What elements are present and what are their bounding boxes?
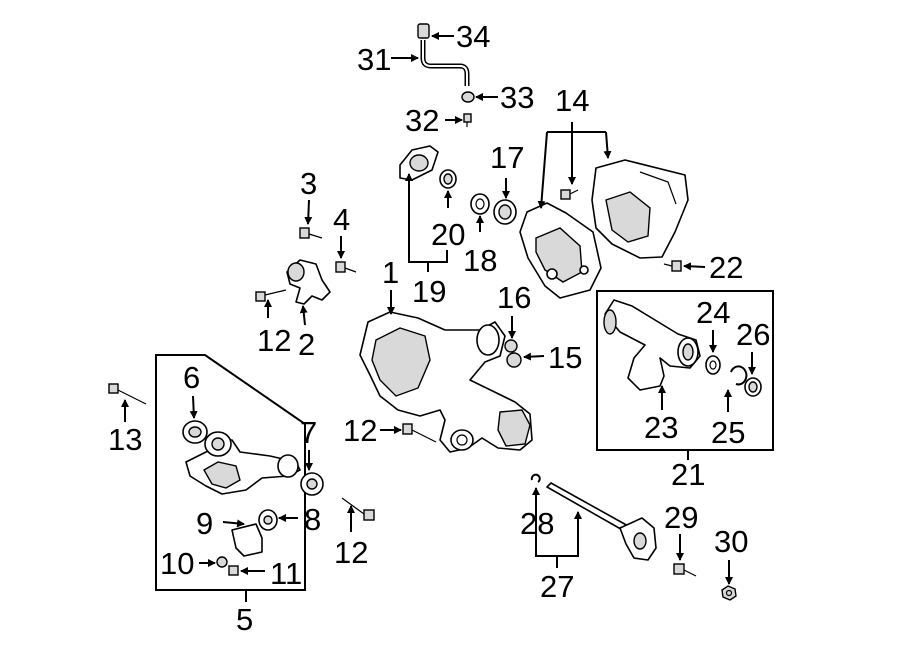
- part-12-bolt-upper: [255, 289, 287, 302]
- leader-lines: [121, 32, 756, 585]
- part-30-nut: [721, 585, 737, 601]
- part-4-bolt: [335, 261, 357, 273]
- callout-21: 21: [671, 457, 705, 492]
- part-31-vent-hose: [420, 40, 470, 86]
- callout-7: 7: [300, 415, 317, 450]
- part-6-bushing: [182, 420, 208, 444]
- callout-26: 26: [736, 317, 770, 352]
- callout-15: 15: [548, 340, 582, 375]
- callout-12-lower: 12: [334, 535, 368, 570]
- part-18-washer: [470, 193, 490, 215]
- part-33-grommet: [461, 91, 475, 103]
- part-23-axle-housing: [603, 299, 701, 391]
- callout-20: 20: [431, 217, 465, 252]
- part-2-mount-bracket: [286, 259, 331, 305]
- callout-1: 1: [382, 255, 399, 290]
- callout-10: 10: [160, 546, 194, 581]
- part-12-bolt-carrier: [402, 423, 437, 443]
- callout-12-upper: 12: [257, 323, 291, 358]
- part-10-nut: [216, 556, 228, 568]
- part-3-bolt: [299, 227, 323, 239]
- callout-16: 16: [497, 280, 531, 315]
- callout-5: 5: [236, 602, 253, 637]
- part-13-bolt: [108, 383, 147, 405]
- callout-13: 13: [108, 422, 142, 457]
- callout-27: 27: [540, 569, 574, 604]
- callout-12-carrier: 12: [343, 413, 377, 448]
- part-25-snap-ring: [730, 365, 748, 386]
- callout-29: 29: [664, 500, 698, 535]
- part-11-bolt: [228, 565, 239, 576]
- part-5-lower-arm: [185, 431, 301, 495]
- callout-8: 8: [304, 502, 321, 537]
- part-19-gasket: [399, 145, 439, 181]
- callout-11: 11: [270, 556, 302, 591]
- callout-28: 28: [520, 506, 554, 541]
- callout-30: 30: [714, 524, 748, 559]
- part-27-axle-shaft: [546, 482, 657, 561]
- callout-17: 17: [490, 140, 524, 175]
- callout-34: 34: [456, 19, 490, 54]
- callout-23: 23: [644, 410, 678, 445]
- callout-14: 14: [555, 83, 589, 118]
- part-28-clip: [530, 473, 541, 483]
- part-8-bushing: [258, 509, 278, 531]
- part-32-vent-plug: [463, 113, 472, 127]
- part-22-bolt: [663, 260, 682, 272]
- callout-31: 31: [357, 42, 391, 77]
- callout-19: 19: [412, 274, 446, 309]
- part-24-seal: [705, 355, 721, 375]
- part-15-bushing: [506, 352, 522, 368]
- callout-9: 9: [196, 506, 213, 541]
- group-box-axle-shaft: [596, 290, 774, 451]
- part-29-bolt: [673, 563, 697, 577]
- callout-4: 4: [333, 202, 350, 237]
- part-14-rear-case: [591, 159, 689, 259]
- part-7-bushing: [277, 454, 324, 496]
- callout-22: 22: [709, 250, 743, 285]
- part-34-vent-cap: [417, 23, 430, 39]
- callout-6: 6: [183, 360, 200, 395]
- part-14-front-cover: [519, 202, 602, 299]
- part-16-bushing: [504, 339, 518, 353]
- part-1-differential-carrier: [359, 311, 533, 453]
- part-14-bolt: [560, 189, 579, 200]
- callout-33: 33: [500, 80, 534, 115]
- callout-32: 32: [405, 103, 439, 138]
- callout-2: 2: [298, 327, 315, 362]
- callout-numbers: 34 31 33 32 14 17 20 18 19 22 3 4 1 16 1…: [108, 19, 770, 637]
- callout-24: 24: [696, 295, 730, 330]
- part-9-bracket: [231, 523, 263, 557]
- callout-25: 25: [711, 415, 745, 450]
- part-12-bolt-lower: [341, 497, 375, 521]
- callout-18: 18: [463, 243, 497, 278]
- group-box-lower-arm: [155, 354, 306, 591]
- callout-3: 3: [300, 166, 317, 201]
